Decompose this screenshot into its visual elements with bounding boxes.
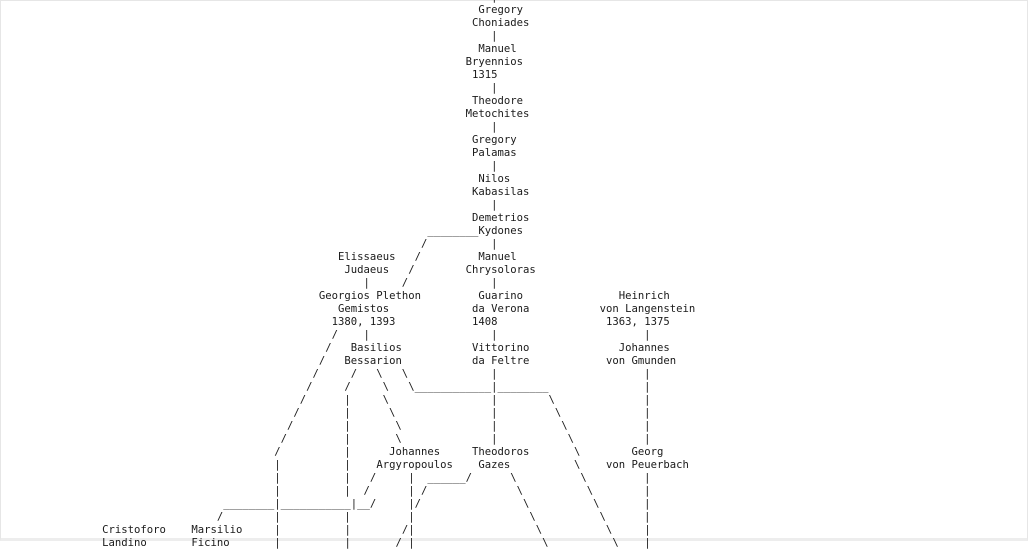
manuel-bryennios-node-line-2: 1315 [471, 69, 498, 81]
nilos-kabasilas-node-line-1: Kabasilas [471, 186, 530, 198]
gregory-palamas-node-line-0: Gregory [471, 134, 517, 146]
gregory-choniades-node-line-0: Gregory [478, 4, 524, 16]
georg-von-peuerbach-node-line-0: Georg [631, 446, 664, 458]
theodore-metochites-node-line-0: Theodore [471, 95, 524, 107]
manuel-bryennios-node-line-1: Bryennios [465, 56, 523, 68]
genealogy-tree: | Gregory Choniades [102, 0, 696, 549]
georg-von-peuerbach-node-line-1: von Peuerbach [605, 459, 689, 471]
elissaeus-judaeus-node-line-0: Elissaeus [338, 251, 396, 263]
georgios-plethon-node-line-1: Gemistos [338, 303, 390, 315]
marsilio-ficino-node-line-1: Ficino [191, 537, 230, 549]
guarino-da-verona-node-line-0: Guarino [478, 290, 524, 302]
vittorino-da-feltre-node-line-1: da Feltre [472, 355, 530, 367]
johannes-von-gmunden-node-line-1: von Gmunden [605, 355, 677, 367]
manuel-chrysoloras-node-line-1: Chrysoloras [465, 264, 536, 276]
theodore-metochites-node-line-1: Metochites [465, 108, 530, 120]
guarino-da-verona-node-line-1: da Verona [472, 303, 530, 315]
heinrich-von-langenstein-node-line-1: von Langenstein [599, 303, 696, 315]
heinrich-von-langenstein-node-line-0: Heinrich [618, 290, 670, 302]
johannes-argyropoulos-node-line-0: Johannes [389, 446, 441, 458]
cristoforo-landino-node-line-0: Cristoforo [102, 524, 166, 536]
basilios-bessarion-node-line-0: Basilios [350, 342, 402, 354]
theodoros-gazes-node-line-0: Theodoros [471, 446, 530, 458]
gregory-choniades-node-line-1: Choniades [471, 17, 530, 29]
cristoforo-landino-node-line-1: Landino [102, 537, 147, 549]
gregory-palamas-node-line-1: Palamas [471, 147, 517, 159]
johannes-argyropoulos-node-line-1: Argyropoulos [376, 459, 453, 471]
basilios-bessarion-node-line-1: Bessarion [344, 355, 402, 367]
heinrich-von-langenstein-node-line-2: 1363, 1375 [605, 316, 670, 328]
theodoros-gazes-node-line-1: Gazes [478, 459, 511, 471]
elissaeus-judaeus-node-line-1: Judaeus [344, 264, 390, 276]
johannes-von-gmunden-node-line-0: Johannes [618, 342, 670, 354]
marsilio-ficino-node-line-0: Marsilio [191, 524, 243, 536]
demetrios-kydones-node-line-0: Demetrios [471, 212, 530, 224]
manuel-bryennios-node-line-0: Manuel [478, 43, 517, 55]
nilos-kabasilas-node-line-0: Nilos [478, 173, 511, 185]
georgios-plethon-node-line-0: Georgios Plethon [318, 290, 421, 302]
guarino-da-verona-node-line-2: 1408 [471, 316, 498, 328]
georgios-plethon-node-line-2: 1380, 1393 [331, 316, 396, 328]
demetrios-kydones-node-line-1: Kydones [478, 225, 524, 237]
manuel-chrysoloras-node-line-0: Manuel [478, 251, 517, 263]
vittorino-da-feltre-node-line-0: Vittorino [472, 342, 530, 354]
